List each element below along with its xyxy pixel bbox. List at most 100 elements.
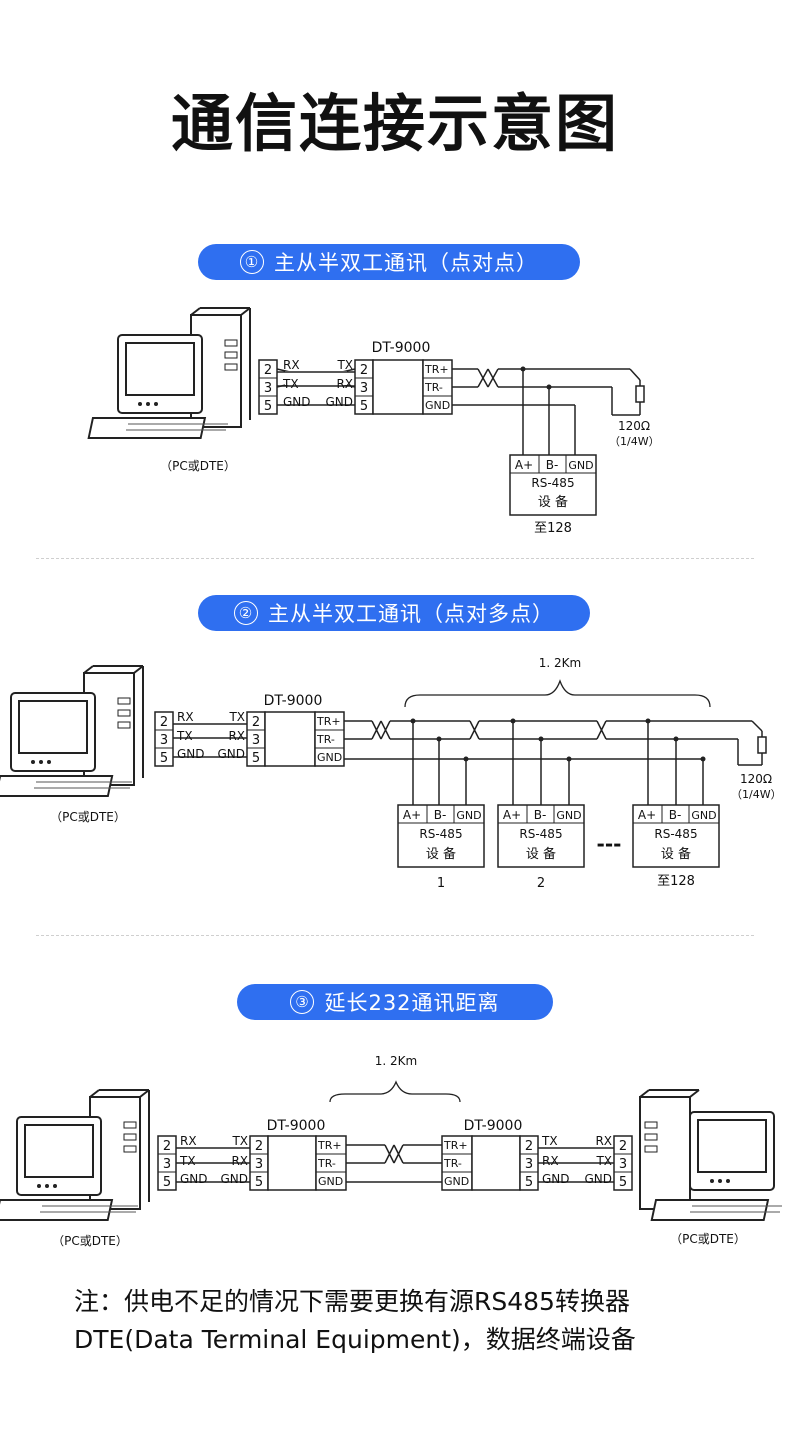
section-2-label: 主从半双工通讯（点对多点） [268, 602, 554, 626]
distance-brace: 1. 2Km [329, 1054, 461, 1103]
out-signal-gnd: GND [425, 399, 450, 412]
conv-pin-3: 3 [252, 733, 260, 748]
pc-pin-2: 2 [619, 1139, 627, 1154]
out-signal-gnd: GND [318, 1175, 343, 1188]
out-signal-trplus: TR+ [316, 715, 341, 728]
pc-signal-rx: RX [177, 710, 194, 724]
device-caption: 至128 [657, 874, 695, 889]
device-name: RS-485 [419, 827, 462, 841]
conv-signal-gnd: GND [220, 1172, 248, 1186]
conv-signal-rx: RX [228, 729, 245, 743]
pc-icon [87, 307, 251, 439]
device-sub: 设 备 [661, 846, 691, 862]
device-name: RS-485 [531, 476, 574, 490]
converter-label: DT-9000 [264, 693, 323, 709]
out-signal-trminus: TR- [316, 733, 335, 746]
device-caption: 至128 [534, 521, 572, 536]
conv-pin-2: 2 [525, 1139, 533, 1154]
pc-signal-rx: RX [595, 1134, 612, 1148]
conv-signal-gnd: GND [325, 395, 353, 409]
device-pin-a: A+ [638, 808, 656, 822]
pc-pin-2: 2 [264, 363, 272, 378]
rs485-bus [344, 718, 767, 805]
pc-pin-5: 5 [163, 1175, 171, 1190]
device-pin-a: A+ [515, 458, 533, 472]
pc-signal-tx: TX [176, 729, 193, 743]
out-signal-trplus: TR+ [317, 1139, 342, 1152]
conv-pin-2: 2 [360, 363, 368, 378]
conv-signal-gnd: GND [217, 747, 245, 761]
device-sub: 设 备 [538, 494, 568, 510]
conv-signal-rx: RX [336, 377, 353, 391]
distance-label: 1. 2Km [375, 1054, 417, 1068]
out-signal-trminus: TR- [443, 1157, 462, 1170]
pc-pin-2: 2 [160, 715, 168, 730]
pc-caption: （PC或DTE） [50, 810, 126, 824]
rs232-cable-left: RX TX GND TX RX GND [176, 1134, 250, 1186]
rs485-device-1: A+ B- GND RS-485 设 备 1 [397, 804, 485, 891]
note-dte: DTE(Data Terminal Equipment)，数据终端设备 [74, 1325, 636, 1354]
out-signal-trminus: TR- [424, 381, 443, 394]
section-1-number: ① [240, 250, 264, 274]
distance-label: 1. 2Km [539, 656, 581, 670]
device-pin-a: A+ [503, 808, 521, 822]
separator-1 [36, 558, 754, 559]
section-2-number: ② [234, 601, 258, 625]
out-signal-trplus: TR+ [443, 1139, 468, 1152]
separator-2 [36, 935, 754, 936]
conv-pin-3: 3 [255, 1157, 263, 1172]
pc-signal-tx: TX [179, 1154, 196, 1168]
pc-pin-2: 2 [163, 1139, 171, 1154]
device-name: RS-485 [519, 827, 562, 841]
device-pin-b: B- [546, 458, 559, 472]
conv-pin-2: 2 [255, 1139, 263, 1154]
pc-signal-tx: TX [282, 377, 299, 391]
out-signal-gnd: GND [317, 751, 342, 764]
pc-signal-gnd: GND [283, 395, 311, 409]
rs485-bus [452, 366, 645, 455]
conv-signal-gnd: GND [542, 1172, 570, 1186]
conv-pin-2: 2 [252, 715, 260, 730]
device-pin-a: A+ [403, 808, 421, 822]
pc-pin-3: 3 [264, 381, 272, 396]
device-ellipsis: --- [597, 832, 622, 856]
rs485-link [346, 1144, 442, 1183]
pc-signal-rx: RX [283, 358, 300, 372]
section-3-header: ③ 延长232通讯距离 [237, 984, 553, 1020]
resistor-value: 120Ω [618, 419, 650, 433]
pc-signal-rx: RX [180, 1134, 197, 1148]
device-sub: 设 备 [426, 846, 456, 862]
converter-label: DT-9000 [372, 340, 431, 356]
diagram-extend-rs232: （PC或DTE） （PC或DTE） 2 3 5 RX TX GND TX RX … [0, 1054, 782, 1248]
out-signal-gnd: GND [444, 1175, 469, 1188]
rs232-cable: RX TX GND TX RX GND [173, 710, 247, 761]
section-2-header: ② 主从半双工通讯（点对多点） [198, 595, 590, 631]
pc-icon [0, 665, 144, 797]
rs232-cable: RX TX GND TX RX GND [276, 358, 356, 409]
device-caption: 2 [537, 876, 545, 891]
conv-pin-5: 5 [525, 1175, 533, 1190]
section-3-label: 延长232通讯距离 [324, 991, 500, 1015]
pc-pin-5: 5 [619, 1175, 627, 1190]
conv-signal-tx: TX [231, 1134, 248, 1148]
pc-signal-tx: TX [595, 1154, 612, 1168]
conv-signal-rx: RX [231, 1154, 248, 1168]
converter-dt9000: DT-9000 2 3 5 TR+ TR- GND [246, 693, 345, 767]
converter-dt9000-right: DT-9000 TR+ TR- GND 2 3 5 [441, 1118, 539, 1191]
conv-signal-tx: TX [336, 358, 353, 372]
conv-pin-5: 5 [255, 1175, 263, 1190]
device-pin-gnd: GND [691, 809, 716, 822]
diagram-point-to-point: （PC或DTE） 2 3 5 RX TX GND TX RX GND DT-90… [87, 307, 660, 536]
device-name: RS-485 [654, 827, 697, 841]
pc-signal-gnd: GND [177, 747, 205, 761]
pc-pin-3: 3 [619, 1157, 627, 1172]
pc-icon-left [0, 1089, 150, 1221]
rs232-cable-right: TX RX GND RX TX GND [538, 1134, 614, 1186]
section-1-header: ① 主从半双工通讯（点对点） [198, 244, 580, 280]
device-pin-b: B- [534, 808, 547, 822]
converter-dt9000-left: DT-9000 2 3 5 TR+ TR- GND [249, 1118, 347, 1191]
conv-signal-tx: TX [228, 710, 245, 724]
conv-pin-5: 5 [252, 751, 260, 766]
conv-pin-5: 5 [360, 399, 368, 414]
rs485-device-2: A+ B- GND RS-485 设 备 2 [497, 804, 585, 891]
